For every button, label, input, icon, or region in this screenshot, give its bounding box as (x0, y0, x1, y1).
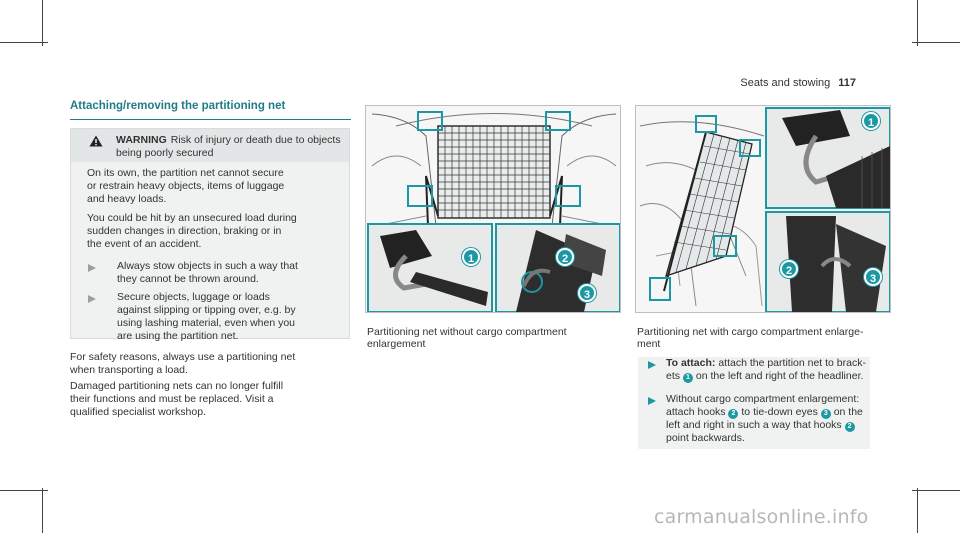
body-line: Damaged partitioning nets can no longer … (70, 380, 284, 392)
caption-line: Partitioning net with cargo compartment … (637, 326, 864, 338)
callout-2: 2 (728, 408, 739, 419)
step-text: on the left and right of the headliner. (695, 369, 864, 382)
step-text: on the (833, 405, 863, 418)
callout-2: 2 (556, 248, 574, 266)
page-header: Seats and stowing 117 (740, 77, 856, 89)
step-text: attach hooks (666, 405, 726, 418)
warning-risk: Risk of injury or death due to objects b… (116, 134, 341, 159)
warning-header (71, 129, 349, 162)
figure-caption-right: Partitioning net with cargo compartment … (637, 326, 863, 350)
callout-1: 1 (682, 372, 693, 383)
step-text: left and right in such a way that hooks (666, 418, 842, 431)
crop-mark (0, 490, 48, 491)
warning-bullet-line: they cannot be thrown around. (117, 273, 259, 285)
figure-net-without-enlargement: 1 2 3 (365, 105, 621, 313)
arrow-bullet-icon (648, 361, 656, 369)
warning-label: WARNING (116, 134, 167, 146)
warning-line: or restrain heavy objects, items of lugg… (87, 180, 285, 192)
step-text: to tie-down eyes (741, 405, 818, 418)
watermark: carmanualsonline.info (654, 506, 869, 528)
callout-3: 3 (820, 408, 831, 419)
step-label: To attach: (666, 357, 716, 369)
crop-mark (912, 42, 960, 43)
section-title: Attaching/removing the partitioning net (70, 100, 286, 112)
crop-mark (917, 0, 918, 46)
warning-line: the event of an accident. (87, 238, 202, 250)
crop-mark (0, 42, 48, 43)
warning-line: You could be hit by an unsecured load du… (87, 212, 297, 224)
step-text: point backwards. (666, 431, 745, 444)
crop-mark (42, 0, 43, 46)
illustration-side-net (636, 106, 890, 312)
callout-1: 1 (462, 248, 480, 266)
arrow-bullet-icon (88, 295, 96, 303)
caption-line: Partitioning net without cargo compartme… (367, 326, 567, 338)
illustration-cargo-net (366, 106, 620, 312)
warning-bullet-line: Secure objects, luggage or loads (117, 291, 270, 303)
section-divider (70, 119, 351, 120)
warning-bullet-line: against slipping or tipping over, e.g. b… (117, 304, 296, 316)
figure-caption-left: Partitioning net without cargo compartme… (367, 326, 567, 350)
caption-line: ment (637, 338, 661, 350)
body-line: qualified specialist workshop. (70, 406, 206, 418)
header-title: Seats and stowing (740, 77, 831, 89)
arrow-bullet-icon (648, 397, 656, 405)
warning-triangle-icon (89, 135, 103, 147)
instruction-step-2: Without cargo compartment enlargement: a… (666, 393, 866, 444)
callout-3: 3 (864, 268, 882, 286)
callout-2: 2 (844, 421, 855, 432)
body-line: For safety reasons, always use a partiti… (70, 351, 296, 363)
callout-2: 2 (780, 260, 798, 278)
figure-net-with-enlargement: 1 2 3 (635, 105, 891, 313)
step-text: Without cargo compartment enlargement: (666, 393, 860, 405)
instruction-box: To attach: attach the partition net to b… (638, 357, 870, 449)
warning-bullet-line: are using the partition net. (117, 330, 239, 342)
crop-mark (912, 490, 960, 491)
warning-line: sudden changes in direction, braking or … (87, 225, 282, 237)
step-text: ets (666, 369, 681, 382)
warning-line: and heavy loads. (87, 193, 167, 205)
callout-1: 1 (862, 112, 880, 130)
warning-line: On its own, the partition net cannot sec… (87, 167, 284, 179)
arrow-bullet-icon (88, 264, 96, 272)
step-text: attach the partition net to brack- (718, 357, 866, 369)
body-line: their functions and must be replaced. Vi… (70, 393, 274, 405)
crop-mark (42, 488, 43, 533)
instruction-step-1: To attach: attach the partition net to b… (666, 357, 866, 383)
warning-bullet-line: using lashing material, even when you (117, 317, 296, 329)
callout-3: 3 (578, 284, 596, 302)
crop-mark (917, 488, 918, 533)
body-line: when transporting a load. (70, 364, 188, 376)
page-number: 117 (838, 77, 856, 89)
caption-line: enlargement (367, 338, 426, 350)
warning-bullet-line: Always stow objects in such a way that (117, 260, 298, 272)
